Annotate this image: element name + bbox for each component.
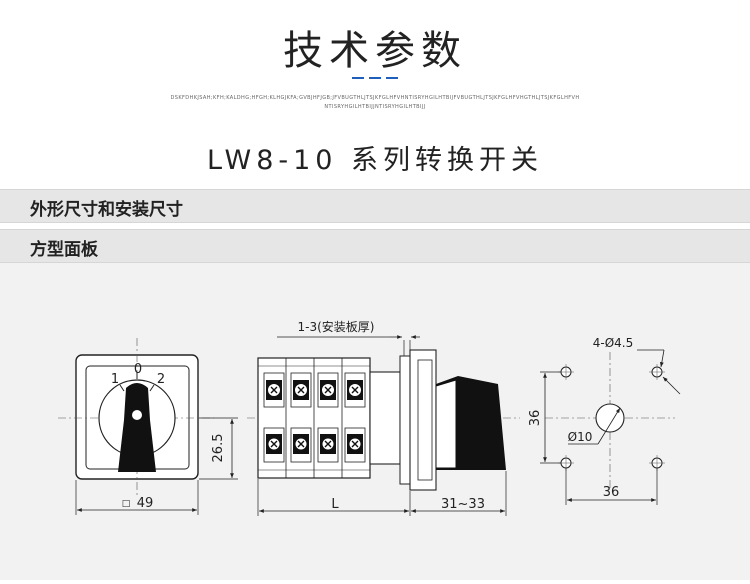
position-0-label: 0 — [134, 362, 142, 377]
section-bar-panel: 方型面板 — [0, 229, 750, 263]
position-2-label: 2 — [157, 372, 165, 387]
square-symbol: □ — [122, 499, 131, 509]
technical-drawing: 1 0 2 □ 49 26.5 — [58, 319, 681, 516]
title-accent-dashes — [352, 77, 398, 79]
depth-dim: 31~33 — [441, 497, 485, 512]
terminals-bottom — [263, 427, 366, 463]
product-title: LW8-10 系列转换开关 — [206, 145, 544, 176]
horizontal-spacing-dim: 36 — [603, 485, 620, 500]
page-title: 技术参数 — [283, 28, 467, 74]
length-dim: L — [331, 497, 339, 512]
technical-drawing-area: 1 0 2 □ 49 26.5 — [0, 263, 750, 580]
section-bar-dimensions: 外形尺寸和安装尺寸 — [0, 189, 750, 223]
mounting-plate — [399, 355, 411, 485]
mounting-view: 4-Ø4.5 Ø10 36 36 — [528, 336, 681, 505]
front-view: 1 0 2 □ 49 26.5 — [58, 338, 238, 515]
shaft-housing — [369, 371, 401, 465]
center-hole-label: Ø10 — [568, 430, 593, 444]
section-label-dimensions: 外形尺寸和安装尺寸 — [30, 200, 183, 220]
side-view: 1-3(安装板厚) L 31~33 — [247, 319, 520, 516]
terminals-top — [263, 372, 366, 408]
front-height-dim: 26.5 — [211, 434, 226, 463]
front-width-dim: 49 — [137, 496, 154, 511]
hole-spec-label: 4-Ø4.5 — [593, 336, 634, 350]
position-1-label: 1 — [111, 372, 119, 387]
knob-handle — [118, 383, 156, 472]
plate-thickness-dim: 1-3(安装板厚) — [298, 319, 375, 334]
knob-indicator — [132, 410, 142, 420]
decorative-subtitle: DSKFDHKJSAH;KFH;KALDHG;HFGH;KLHGJKFA;GVB… — [170, 95, 580, 110]
vertical-spacing-dim: 36 — [528, 410, 543, 427]
section-label-panel: 方型面板 — [30, 240, 98, 260]
